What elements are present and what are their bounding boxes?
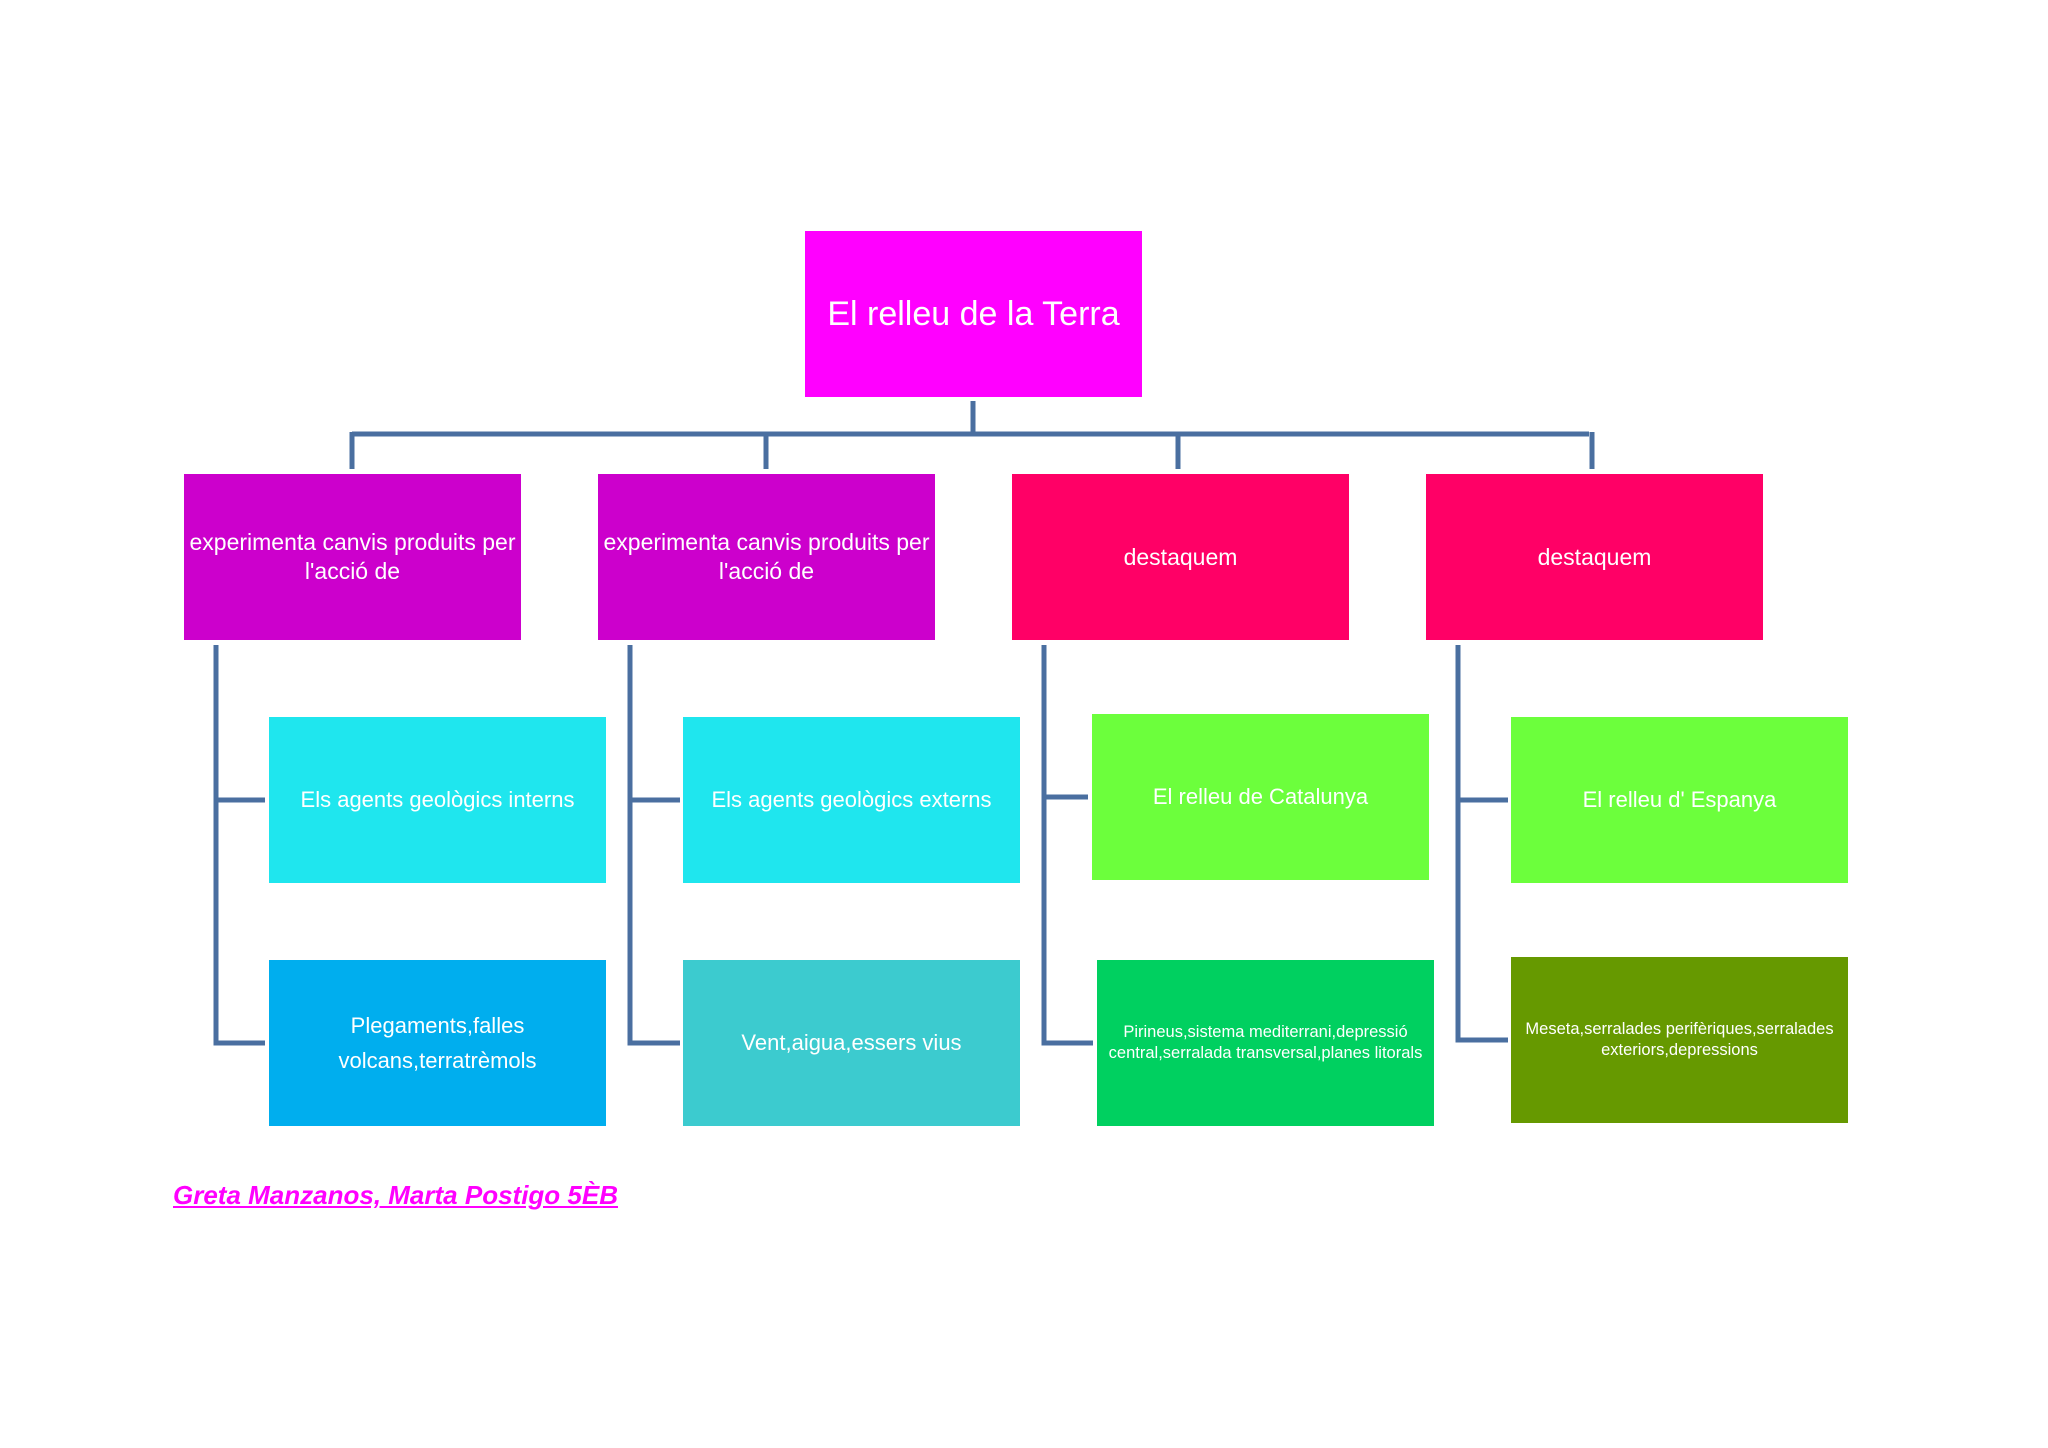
branch-2-child-2-label: Vent,aigua,essers vius	[741, 1030, 962, 1056]
root-label: El relleu de la Terra	[827, 294, 1120, 333]
branch-2-node: experimenta canvis produits per l'acció …	[598, 474, 935, 640]
branch-4-child-2-label: Meseta,serralades perifèriques,serralade…	[1525, 1019, 1834, 1059]
branch-2-child-1-label: Els agents geològics externs	[711, 787, 992, 813]
branch-2-spine	[627, 645, 680, 1046]
branch-1-label: experimenta canvis produits per l'acció …	[189, 529, 516, 584]
root-node: El relleu de la Terra	[805, 231, 1142, 397]
branch-2-child-2-node: Vent,aigua,essers vius	[683, 960, 1020, 1126]
branch-3-node: destaquem	[1012, 474, 1349, 640]
branch-3-child-2-label: Pirineus,sistema mediterrani,depressió c…	[1108, 1022, 1423, 1062]
branch-1-child-1-node: Els agents geològics interns	[269, 717, 606, 883]
branch-2-label: experimenta canvis produits per l'acció …	[603, 529, 930, 584]
branch-3-child-1-node: El relleu de Catalunya	[1092, 714, 1429, 880]
branch-4-child-2-node: Meseta,serralades perifèriques,serralade…	[1511, 957, 1848, 1123]
author-credit: Greta Manzanos, Marta Postigo 5ÈB	[173, 1180, 618, 1210]
branch-3-label: destaquem	[1123, 543, 1238, 570]
branch-2-child-1-node: Els agents geològics externs	[683, 717, 1020, 883]
branch-3-spine	[1041, 645, 1093, 1046]
branch-1-node: experimenta canvis produits per l'acció …	[184, 474, 521, 640]
branch-1-spine	[213, 645, 265, 1046]
branch-4-child-1-node: El relleu d' Espanya	[1511, 717, 1848, 883]
branch-1-child-2-node: Plegaments,falles volcans,terratrèmols	[269, 960, 606, 1126]
branch-4-child-1-label: El relleu d' Espanya	[1582, 787, 1777, 813]
branch-1-child-1-label: Els agents geològics interns	[300, 787, 575, 813]
branch-4-node: destaquem	[1426, 474, 1763, 640]
branch-1-child-2-label: Plegaments,falles volcans,terratrèmols	[338, 1012, 537, 1073]
branch-3-child-1-label: El relleu de Catalunya	[1152, 784, 1369, 810]
branch-3-child-2-node: Pirineus,sistema mediterrani,depressió c…	[1097, 960, 1434, 1126]
branch-4-spine	[1455, 645, 1508, 1043]
branch-4-label: destaquem	[1537, 543, 1652, 570]
